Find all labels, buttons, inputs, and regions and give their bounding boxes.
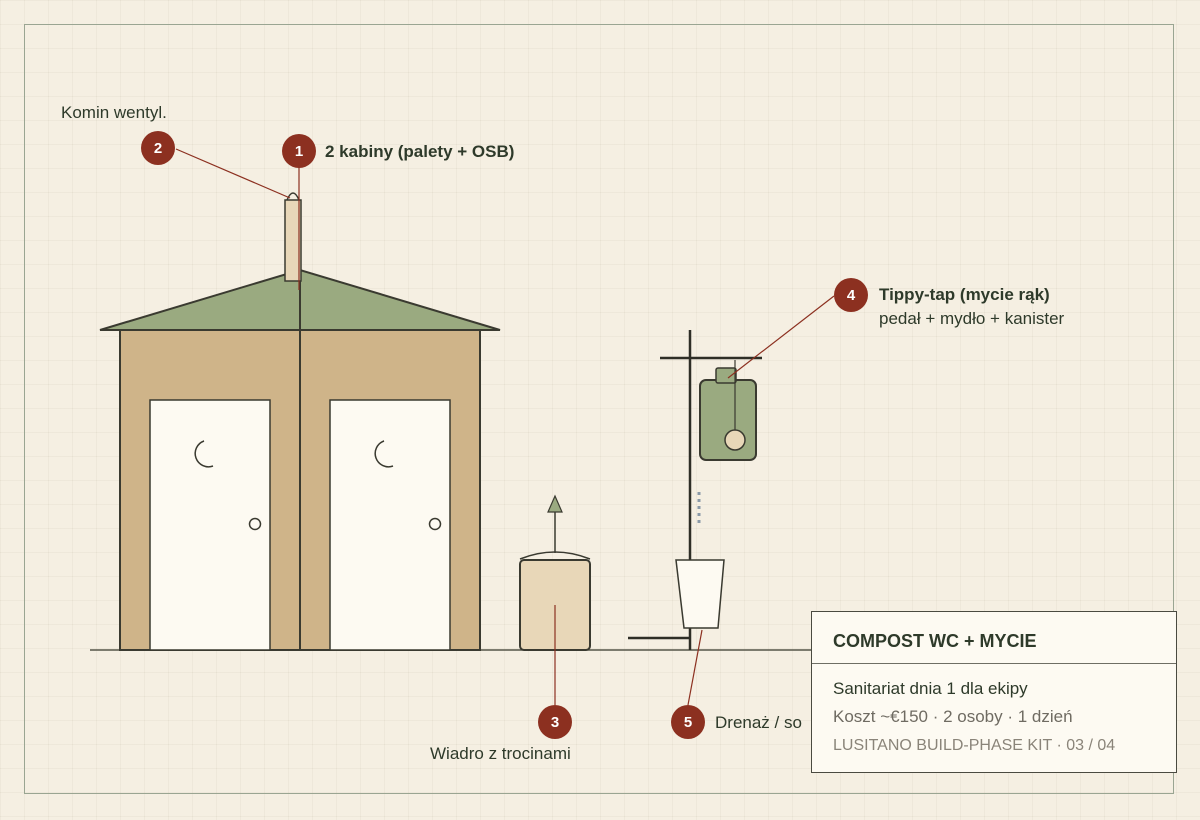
- arrow-up-icon: [547, 494, 563, 513]
- leader-5: [687, 629, 703, 706]
- bucket-lid: [519, 551, 591, 560]
- info-card-kit-label: LUSITANO BUILD-PHASE KIT · 03 / 04: [833, 737, 1116, 754]
- callout-label-vent: Komin wentyl.: [61, 103, 167, 122]
- callout-label-tippy-tap: Tippy-tap (mycie rąk): [879, 285, 1050, 304]
- callout-sublabel-tippy-tap: pedał + mydło + kanister: [879, 309, 1065, 328]
- leader-2: [175, 148, 291, 199]
- crescent-moon-icon: [194, 440, 214, 468]
- callout-marker-4: 4: [834, 278, 868, 312]
- tippy-tap: [628, 330, 762, 650]
- crescent-moon-icon: [374, 440, 394, 468]
- diagram-frame: [24, 24, 1174, 794]
- callout-marker-5: 5: [671, 705, 705, 739]
- info-card: COMPOST WC + MYCIE Sanitariat dnia 1 dla…: [811, 611, 1177, 773]
- door-knob-right: [428, 517, 442, 531]
- callout-leaders: [175, 148, 835, 706]
- info-card-description: Sanitariat dnia 1 dla ekipy: [833, 679, 1028, 698]
- callout-label-bucket: Wiadro z trocinami: [430, 744, 571, 763]
- vent-cap: [286, 192, 300, 201]
- toilet-cabins: [99, 192, 501, 651]
- info-card-title: COMPOST WC + MYCIE: [812, 612, 1176, 664]
- canister-cap: [715, 367, 737, 384]
- soap-bar: [724, 429, 746, 451]
- vent-chimney: [284, 199, 302, 282]
- callout-marker-3: 3: [538, 705, 572, 739]
- leader-4: [727, 295, 835, 379]
- callout-marker-2: 2: [141, 131, 175, 165]
- callout-label-drain: Drenaż / so: [715, 713, 802, 732]
- door-knob-left: [248, 517, 262, 531]
- info-card-cost: Koszt ~€150 · 2 osoby · 1 dzień: [833, 707, 1073, 726]
- callout-marker-1: 1: [282, 134, 316, 168]
- drain-funnel: [675, 559, 725, 629]
- callout-label-cabins: 2 kabiny (palety + OSB): [325, 142, 515, 161]
